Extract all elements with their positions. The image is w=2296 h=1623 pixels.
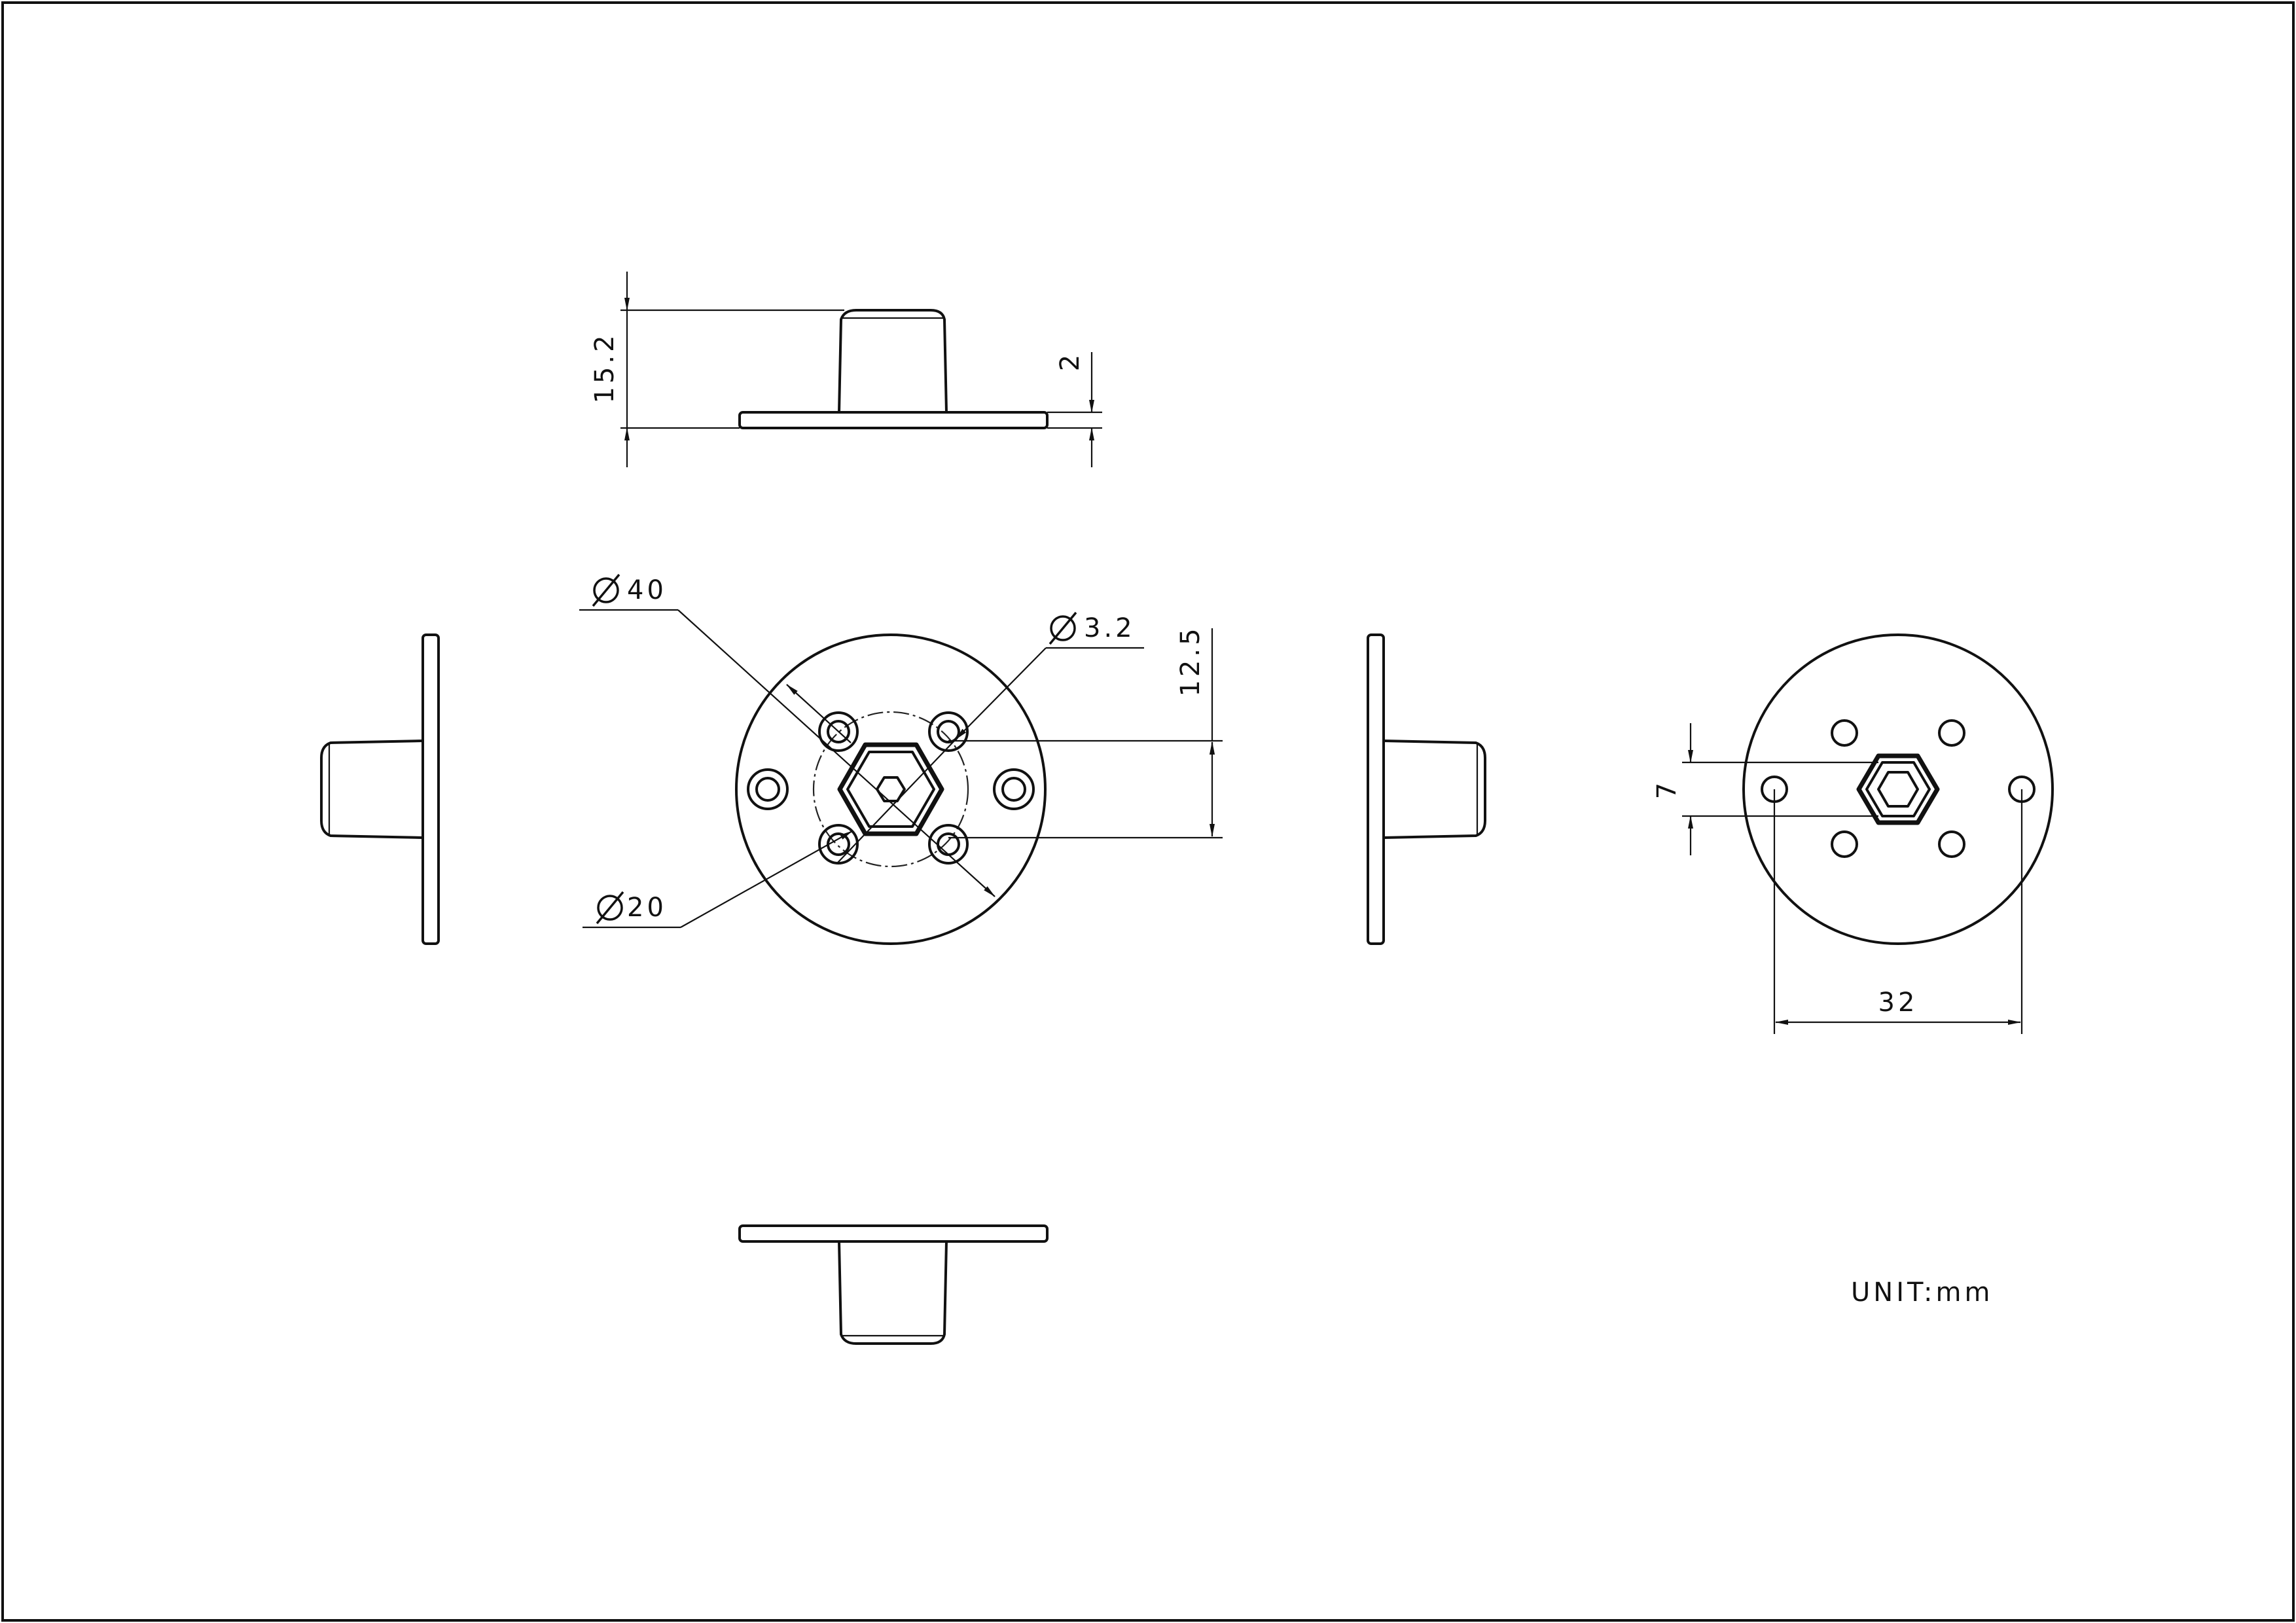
diameter-symbol <box>596 891 624 925</box>
dim-text-overall-height: 15.2 <box>590 332 620 403</box>
bottom-flange <box>738 1224 1049 1243</box>
left-boss <box>320 740 424 839</box>
front-mount-hole <box>928 711 969 752</box>
dim-flange-diameter: 40 <box>579 573 996 897</box>
bottom-boss <box>838 1240 948 1345</box>
rear-hole <box>1831 830 1858 858</box>
rear-hex-inner <box>1865 761 1931 817</box>
rear-view <box>1742 633 2054 945</box>
dim-text-flange-diameter: 40 <box>627 575 667 605</box>
dim-text-flange-thickness: 2 <box>1055 351 1085 371</box>
dim-mount-hole-diameter: 3.2 <box>837 611 1144 863</box>
dim-text-mount-hole-diameter: 3.2 <box>1084 613 1136 643</box>
right-boss <box>1382 740 1486 839</box>
left-flange <box>422 633 440 945</box>
dim-text-rear-vertical: 7 <box>1652 779 1682 799</box>
rear-hex-core <box>1877 771 1919 808</box>
dim-rear-horizontal: 32 <box>1773 789 2023 1034</box>
front-mount-hole <box>928 824 969 865</box>
top-view <box>738 309 1049 429</box>
dim-text-rear-horizontal: 32 <box>1878 988 1918 1018</box>
rear-hole <box>1831 719 1858 747</box>
dim-text-hole-pattern-diameter: 20 <box>627 893 667 923</box>
dim-text-hole-spacing-vertical: 12.5 <box>1175 625 1206 696</box>
front-pitch-circle <box>812 711 969 868</box>
top-boss <box>838 309 948 414</box>
left-view <box>320 633 440 945</box>
diameter-symbol <box>592 573 620 607</box>
front-side-hole <box>747 768 789 810</box>
dim-flange-thickness: 2 <box>1047 351 1102 467</box>
front-flange-outline <box>735 633 1047 945</box>
front-hex-inner <box>846 751 935 828</box>
bottom-view <box>738 1224 1049 1345</box>
dim-hole-pattern-diameter: 20 <box>583 830 853 929</box>
top-flange <box>738 411 1049 429</box>
rear-hole <box>1938 719 1965 747</box>
diameter-symbol <box>1049 611 1077 645</box>
right-view <box>1367 633 1486 945</box>
right-flange <box>1367 633 1385 945</box>
dim-hole-spacing-vertical: 12.5 <box>948 625 1223 839</box>
front-view <box>735 633 1047 945</box>
unit-note: UNIT:mm <box>1851 1277 1993 1308</box>
rear-flange-outline <box>1742 633 2054 945</box>
rear-hole <box>1938 830 1965 858</box>
dim-overall-height: 15.2 <box>590 272 844 467</box>
front-hex-outer <box>837 742 944 836</box>
front-side-hole <box>993 768 1035 810</box>
front-mount-hole <box>818 711 859 752</box>
dim-rear-vertical: 7 <box>1652 723 1878 855</box>
rear-hex-outer <box>1856 753 1940 825</box>
